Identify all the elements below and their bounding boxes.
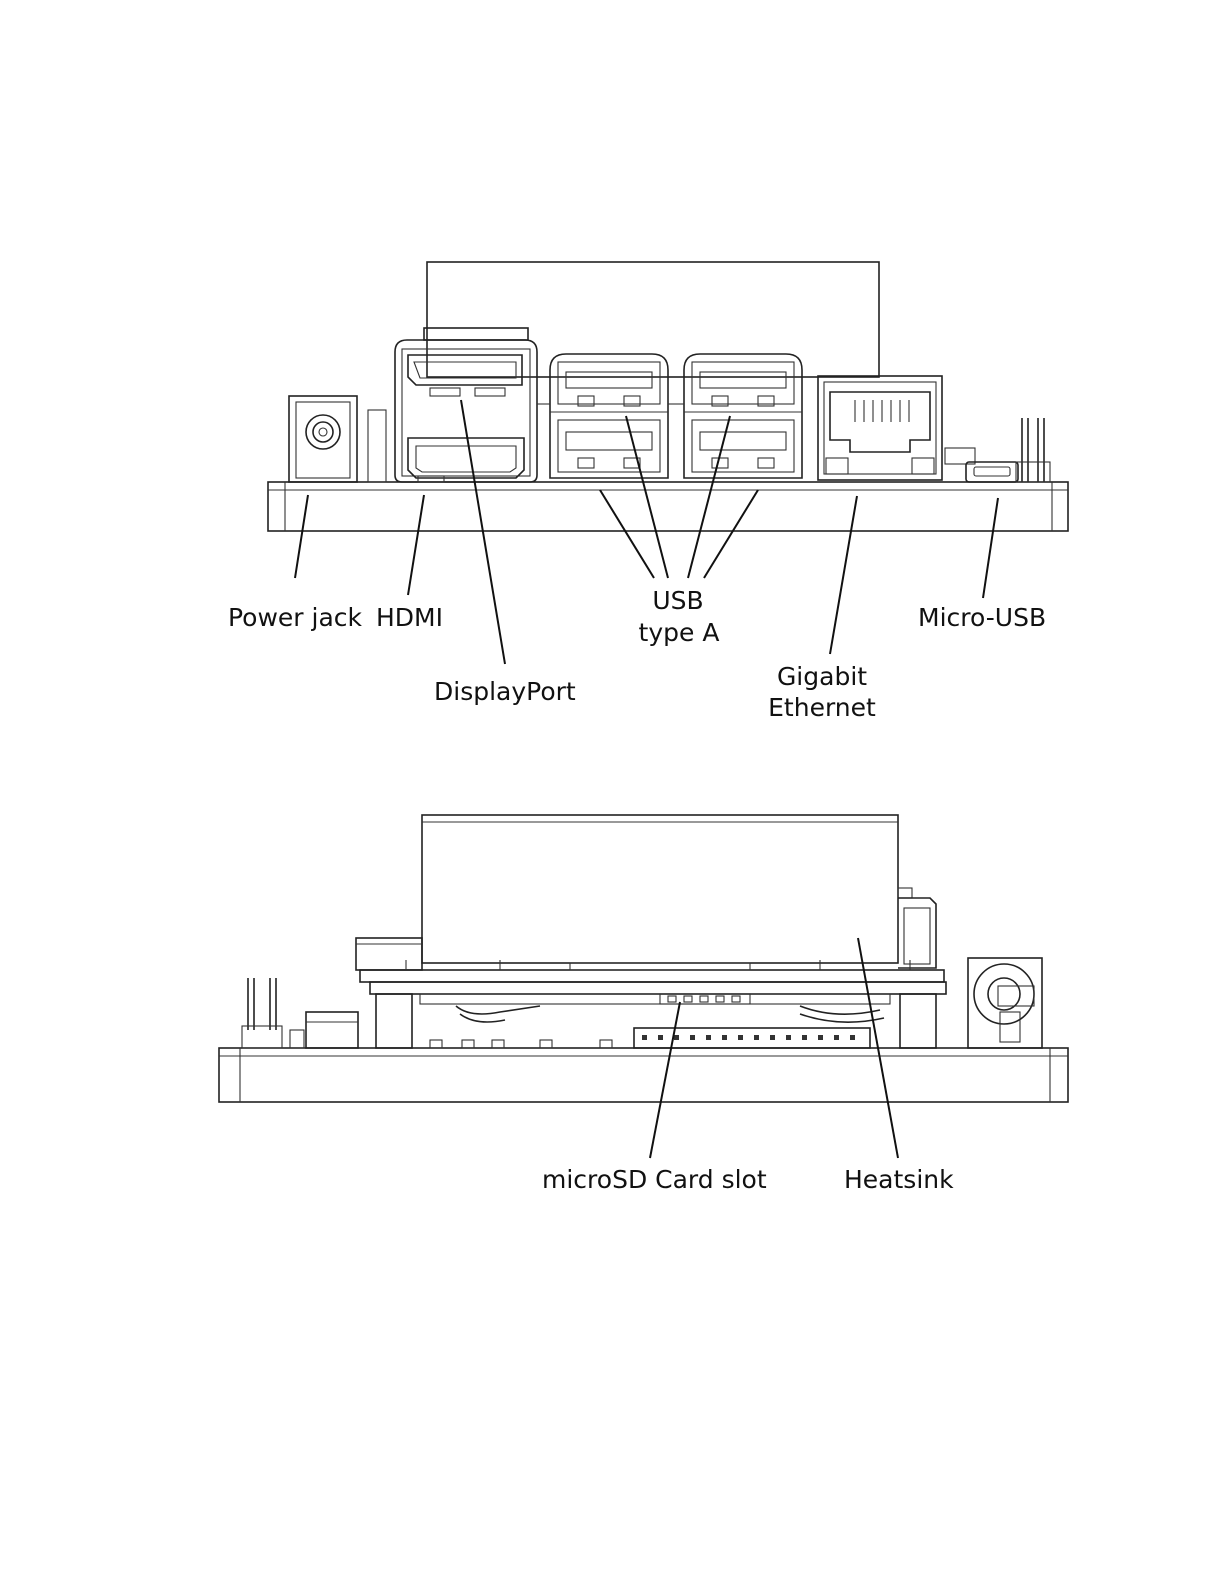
- leader-microsd: [650, 1002, 680, 1158]
- module-carrier: [360, 970, 944, 982]
- micro-usb-connector: [945, 418, 1050, 482]
- ethernet-connector: [818, 376, 942, 480]
- front-view: Power jack HDMI DisplayPort USB type A G…: [228, 262, 1068, 722]
- label-hdmi: HDMI: [376, 603, 443, 632]
- board-edge-top: [268, 482, 1068, 531]
- label-microsd: microSD Card slot: [542, 1165, 767, 1194]
- heatsink-outline-top: [427, 262, 879, 377]
- label-power-jack: Power jack: [228, 603, 363, 632]
- power-jack-side: [968, 958, 1042, 1048]
- usb-stack-right: [684, 354, 802, 478]
- label-heatsink: Heatsink: [844, 1165, 954, 1194]
- label-usb-line2: type A: [639, 618, 720, 647]
- label-micro-usb: Micro-USB: [918, 603, 1046, 632]
- usb-stack-left: [550, 354, 668, 478]
- displayport-hdmi-connector: [395, 328, 537, 482]
- label-gigabit-line2: Ethernet: [768, 693, 876, 722]
- label-usb-line1: USB: [652, 586, 703, 615]
- side-view: microSD Card slot Heatsink: [219, 815, 1068, 1194]
- power-jack-connector: [289, 396, 386, 482]
- label-displayport: DisplayPort: [434, 677, 576, 706]
- label-gigabit-line1: Gigabit: [777, 662, 867, 691]
- heatsink-block: [422, 815, 898, 963]
